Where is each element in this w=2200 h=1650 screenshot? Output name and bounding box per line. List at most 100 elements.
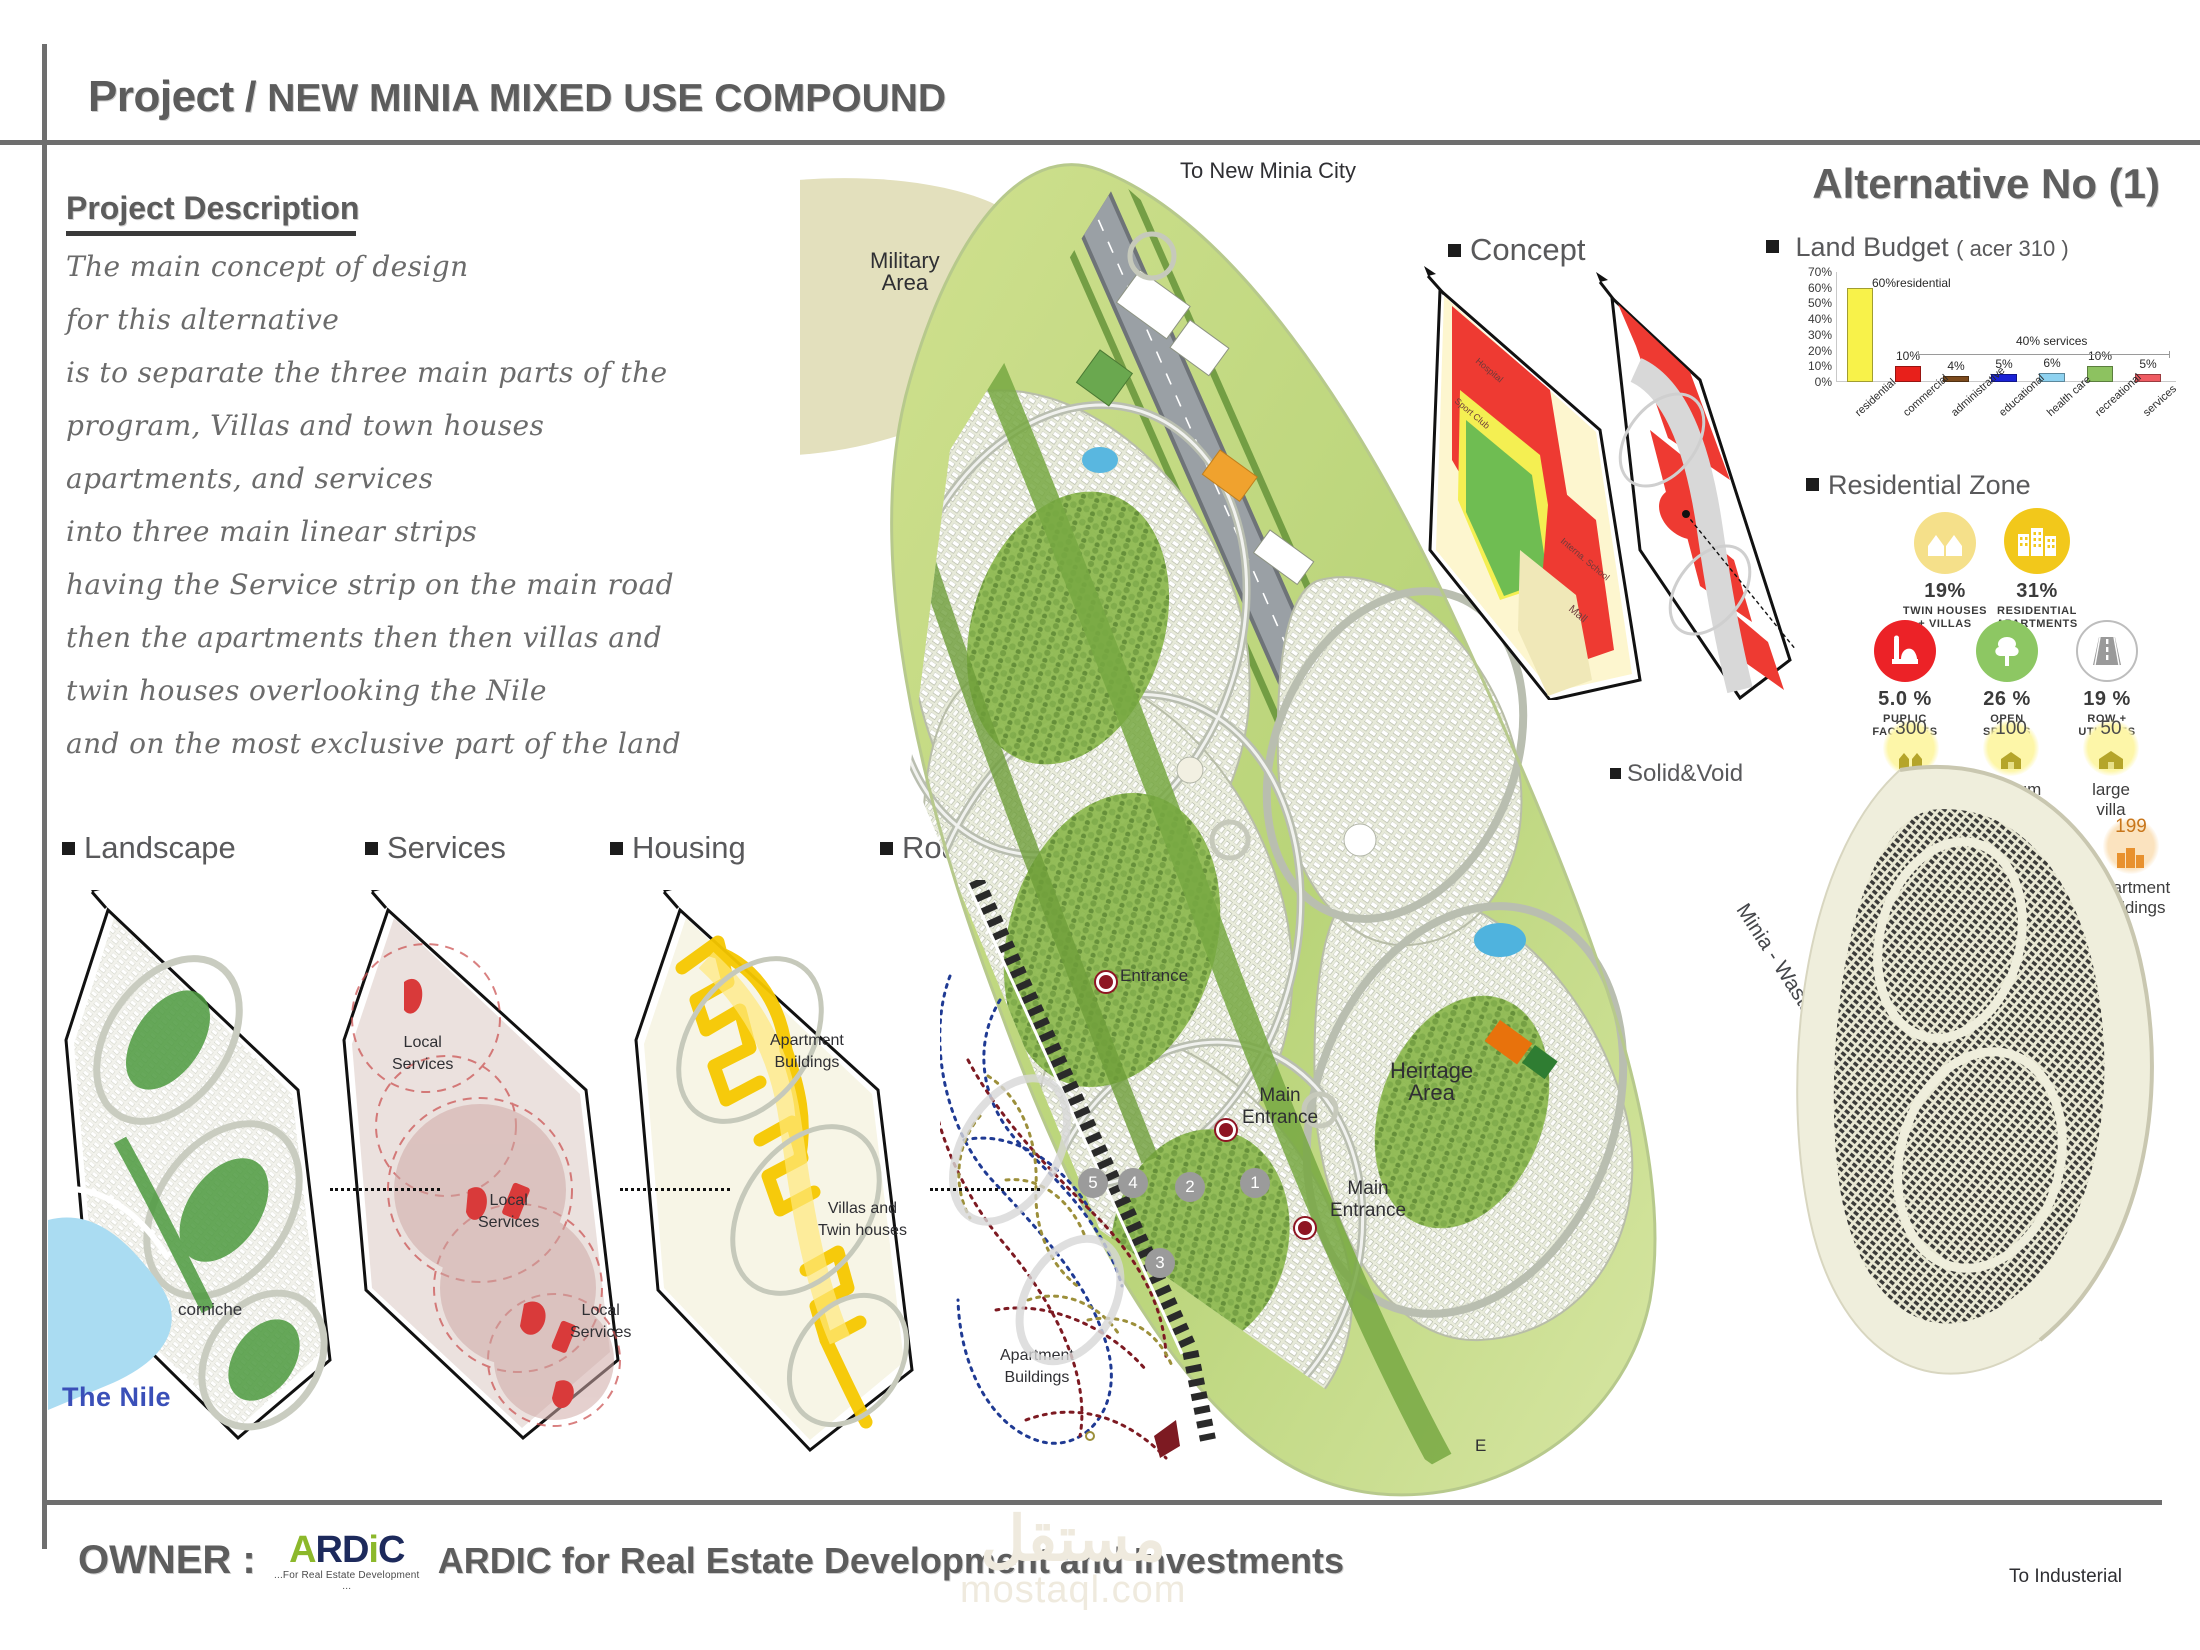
chart-bar-recreational [2086, 366, 2114, 382]
diagram-header-services: Services [365, 830, 506, 866]
title-slash: / [233, 73, 268, 120]
label-entrance-top: Entrance [1120, 966, 1189, 985]
label-corniche: corniche [178, 1300, 243, 1319]
chart-plot-area [1836, 272, 2176, 382]
desc-line-3: program, Villas and town houses [66, 409, 545, 442]
twin-houses-caption: TWIN HOUSES + VILLAS [1902, 605, 1988, 630]
landscape-diagram-drawing [48, 890, 332, 1441]
chart-bar-commercial [1894, 366, 1922, 382]
chart-bar-residential [1846, 287, 1874, 382]
project-name: NEW MINIA MIXED USE COMPOUND [267, 77, 947, 120]
count-large-villa: 50 large villa [2056, 718, 2166, 820]
chart-x-tick: services [2141, 383, 2180, 419]
road-node-4: 4 [1118, 1168, 1148, 1198]
large-villa-icon: 50 [2083, 718, 2139, 776]
chart-value-label: 5% [2139, 357, 2157, 372]
chart-y-tick: 40% [1807, 312, 1832, 327]
header-residential-zone: Residential Zone [1806, 470, 2031, 501]
apartment-buildings-number: 199 [2115, 816, 2147, 837]
desc-line-1: for this alternative [66, 303, 340, 336]
chart-bar-health-care [2038, 372, 2066, 382]
concept-diagram-drawing: Hospital Sport Club Interna. School Mall [1424, 266, 1797, 700]
apartment-orange-icon: 199 [2103, 816, 2159, 874]
divider-landscape-services [330, 1188, 440, 1191]
ardic-logo: ARDiC ...For Real Estate Development ... [272, 1529, 422, 1592]
desc-line-4: apartments, and services [66, 462, 434, 495]
road-icon [2076, 620, 2138, 682]
concept-diagram: Hospital Sport Club Interna. School Mall [1400, 250, 1820, 700]
chart-bar-educational [1990, 374, 2018, 382]
road-node-1: 1 [1240, 1168, 1270, 1198]
villa-small-icon: 100 [1983, 718, 2039, 776]
header-frame-rule [0, 140, 2200, 145]
row-utilities-percent: 19 % [2083, 688, 2131, 710]
chart-y-tick: 20% [1807, 343, 1832, 358]
ardic-logo-mark: ARDiC [289, 1529, 405, 1571]
chart-annotation-services: 40% services [2016, 334, 2088, 348]
site-boundary [890, 163, 1657, 1497]
hatched-main-road [966, 880, 1216, 1442]
label-apartment-buildings-1: Apartment Buildings [770, 1032, 844, 1071]
desc-line-6: having the Service strip on the main roa… [66, 568, 674, 601]
header-concept: Concept [1448, 232, 1585, 268]
twin-houses-percent: 19% [1924, 580, 1966, 602]
desc-line-7: then the apartments then then villas and [66, 621, 663, 654]
chart-bar-services [2134, 374, 2162, 382]
label-local-services-1: Local Services [392, 1034, 454, 1073]
roads-diagram-drawing [940, 880, 1216, 1460]
project-description-heading: Project Description [66, 190, 359, 236]
large-villa-caption: large villa [2092, 780, 2130, 819]
header-land-budget: Land Budget ( acer 310 ) [1766, 232, 2069, 263]
divider-housing-roads [930, 1188, 1040, 1191]
roundabouts [1127, 231, 1339, 1129]
stat-open-spaces: 26 % OPEN SPACES [1952, 620, 2062, 739]
desc-line-0: The main concept of design [66, 250, 469, 283]
keyplan-drawing [1796, 764, 2154, 1375]
main-site-plan-drawing [800, 163, 1657, 1497]
land-budget-label: Land Budget [1795, 232, 1949, 262]
concept-strip-colored [1428, 286, 1642, 700]
ardic-logo-subtitle: ...For Real Estate Development ... [274, 1570, 420, 1592]
residential-zone-keyplan [1780, 740, 2200, 1420]
entrance-marker-main-lower [1295, 1218, 1315, 1238]
desc-line-5: into three main linear strips [66, 515, 478, 548]
chart-y-tick: 30% [1807, 327, 1832, 342]
chart-y-tick: 70% [1807, 265, 1832, 279]
owner-label: OWNER : [78, 1538, 256, 1582]
diagram-header-landscape: Landscape [62, 830, 236, 866]
diagram-header-housing: Housing [610, 830, 746, 866]
road-node-5: 5 [1078, 1168, 1108, 1198]
heading-underline [66, 231, 356, 236]
label-main-entrance-upper: Main Entrance [1242, 1085, 1319, 1128]
chart-annotation-residential: 60%residential [1872, 276, 1951, 290]
solid-void-strip [1610, 294, 1792, 700]
chart-services-span [1918, 351, 2170, 358]
special-buildings [1075, 269, 1558, 1080]
land-budget-chart: 0%10%20%30%40%50%60%70% 10%4%5%6%10%5% r… [1778, 265, 2180, 422]
owner-block: OWNER : ARDiC ...For Real Estate Develop… [78, 1529, 1344, 1592]
label-the-nile: The Nile [62, 1382, 172, 1412]
main-site-plan [800, 150, 1800, 1550]
desc-line-2: is to separate the three main parts of t… [66, 356, 668, 389]
stat-residential-apartments: 31% RESIDENTIAL APARTMENTS [1982, 508, 2092, 631]
label-military-area: Military Area [870, 248, 940, 295]
chart-value-label: 4% [1947, 358, 1965, 373]
services-diagram [318, 890, 648, 1450]
chart-value-label: 5% [1995, 357, 2013, 372]
label-compass-e: E [1475, 1436, 1487, 1455]
public-facilities-percent: 5.0 % [1878, 688, 1932, 710]
label-to-industrial: To Industerial [2008, 1566, 2122, 1587]
chart-value-label: 10% [1895, 349, 1920, 364]
land-budget-note: ( acer 310 ) [1956, 236, 2069, 261]
apartment-building-icon [2004, 508, 2070, 574]
road-node-2: 2 [1175, 1172, 1205, 1202]
housing-diagram [610, 890, 940, 1460]
large-villa-number: 50 [2100, 718, 2122, 739]
desc-line-8: twin houses overlooking the Nile [66, 674, 547, 707]
chart-y-tick: 0% [1814, 375, 1832, 389]
stat-twin-houses-villas: 19% TWIN HOUSES + VILLAS [1890, 512, 2000, 631]
entrance-marker-main-upper [1216, 1120, 1236, 1140]
twin-house-icon [1914, 512, 1976, 574]
divider-services-housing [620, 1188, 730, 1191]
